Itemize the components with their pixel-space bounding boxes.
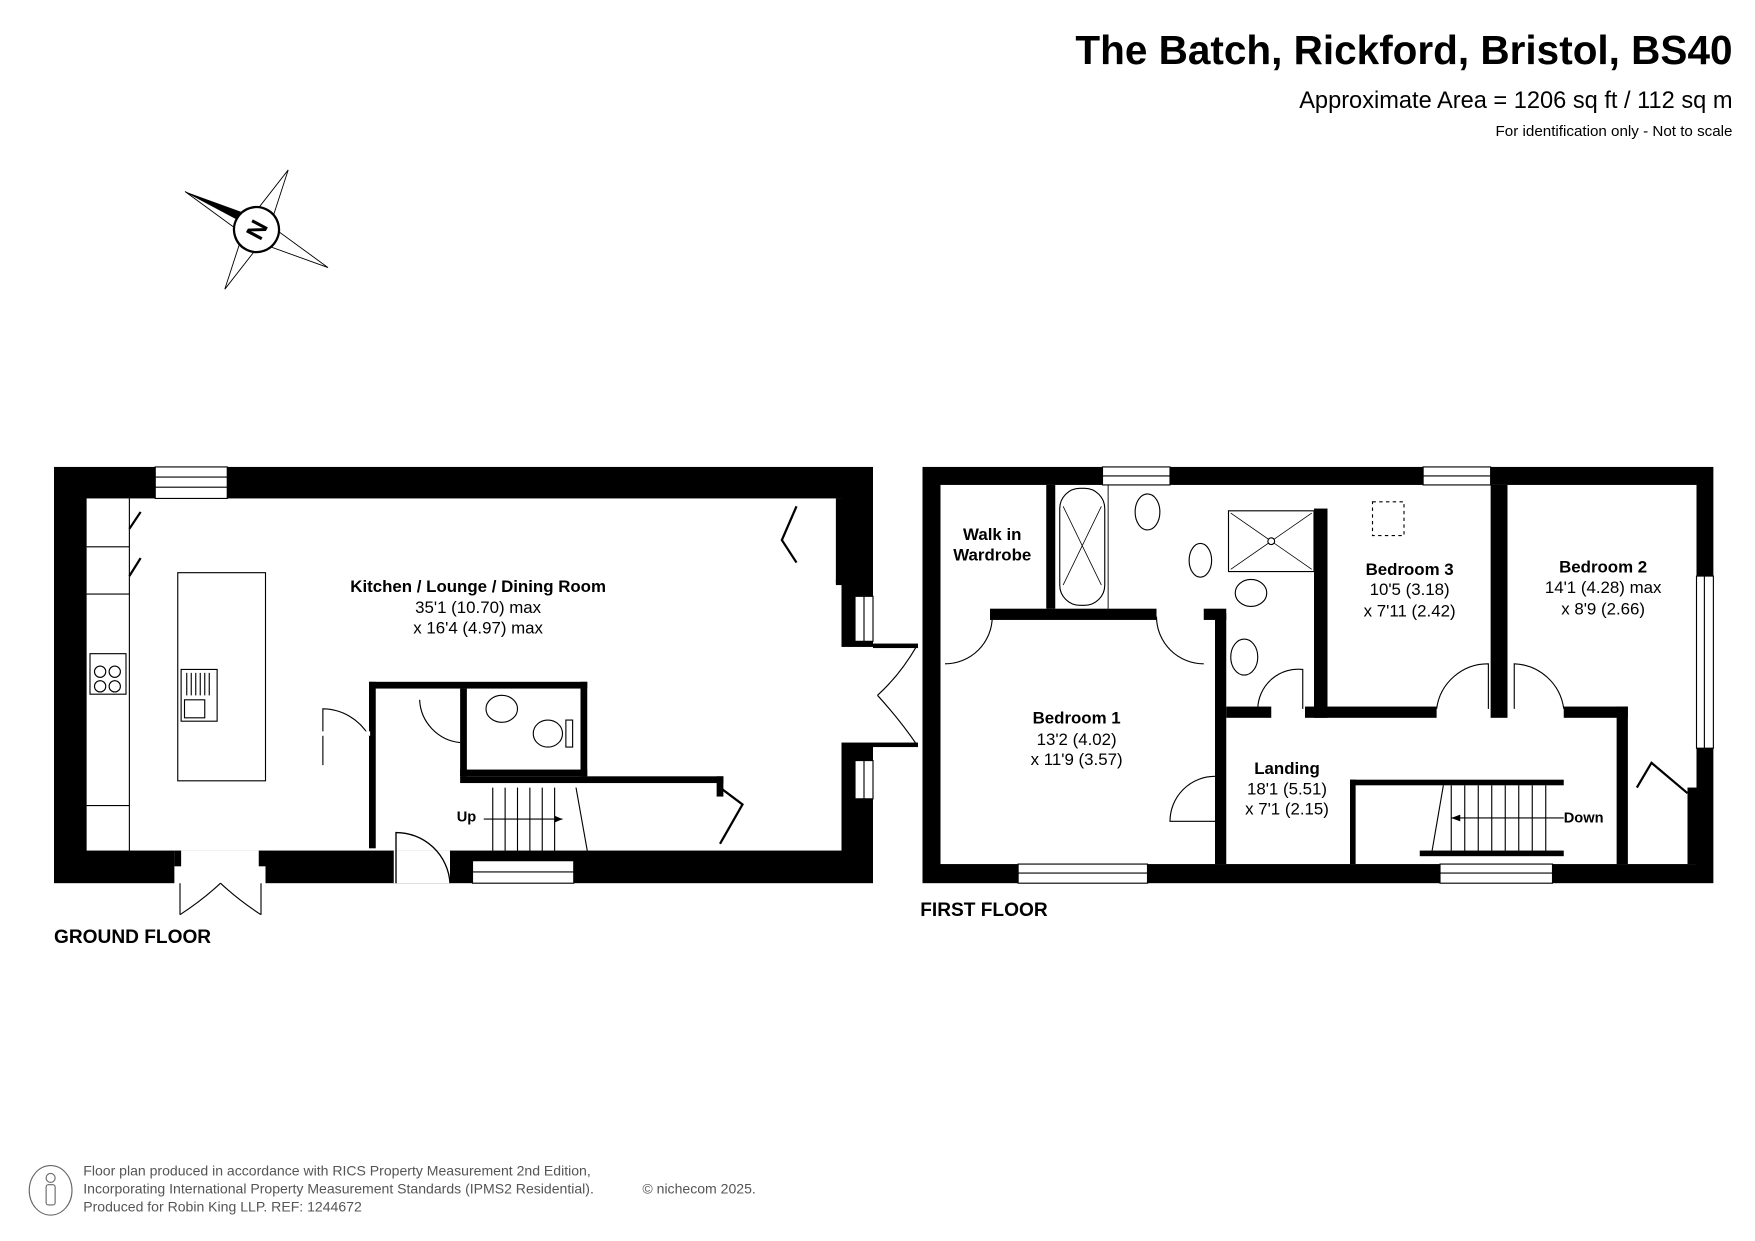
first-floor-plan: Down Walk in Wardrobe Bedroom 1 13'2 (4.… xyxy=(920,466,1714,921)
compass-icon: N xyxy=(184,169,329,290)
room-dim-bedroom-3-b: x 7'11 (2.42) xyxy=(1364,602,1456,621)
room-name-bedroom-1: Bedroom 1 xyxy=(1033,708,1121,727)
room-dim-bedroom-1-a: 13'2 (4.02) xyxy=(1037,730,1117,749)
room-name-bedroom-3: Bedroom 3 xyxy=(1366,560,1454,579)
stairs-first xyxy=(1350,779,1564,865)
room-dim-bedroom-2-b: x 8'9 (2.66) xyxy=(1561,599,1645,618)
ground-floor-plan: Up Kitchen / Lounge / Dining Room 35'1 (… xyxy=(54,466,918,948)
room-name-bedroom-2: Bedroom 2 xyxy=(1559,558,1647,577)
room-dim-kitchen-2: x 16'4 (4.97) max xyxy=(413,618,543,637)
stairs-up-label: Up xyxy=(457,809,477,825)
skylight-icon xyxy=(1371,501,1405,537)
footer-line-2: Incorporating International Property Mea… xyxy=(83,1181,594,1197)
rics-person-icon xyxy=(28,1165,73,1216)
room-name-kitchen: Kitchen / Lounge / Dining Room xyxy=(350,577,606,596)
stairs-ground xyxy=(483,787,588,851)
property-title: The Batch, Rickford, Bristol, BS40 xyxy=(1075,27,1732,73)
room-name-wardrobe: Wardrobe xyxy=(953,545,1031,564)
hob-icon xyxy=(89,653,127,695)
disclaimer: For identification only - Not to scale xyxy=(1496,123,1733,140)
first-floor-label: FIRST FLOOR xyxy=(920,900,1048,921)
room-dim-landing-a: 18'1 (5.51) xyxy=(1247,779,1327,798)
room-dim-bedroom-2-a: 14'1 (4.28) max xyxy=(1545,578,1662,597)
room-name-landing: Landing xyxy=(1254,759,1320,778)
room-dim-bedroom-1-b: x 11'9 (3.57) xyxy=(1031,750,1123,769)
approximate-area: Approximate Area = 1206 sq ft / 112 sq m xyxy=(1299,88,1732,114)
room-dim-bedroom-3-a: 10'5 (3.18) xyxy=(1370,580,1450,599)
room-dim-kitchen-1: 35'1 (10.70) max xyxy=(415,598,542,617)
ground-floor-label: GROUND FLOOR xyxy=(54,927,211,948)
room-name-walk-in: Walk in xyxy=(963,525,1021,544)
footer-copyright: © nichecom 2025. xyxy=(642,1181,755,1197)
sink-icon xyxy=(180,668,218,722)
stairs-down-label: Down xyxy=(1564,810,1604,826)
footer-line-1: Floor plan produced in accordance with R… xyxy=(83,1163,591,1179)
room-dim-landing-b: x 7'1 (2.15) xyxy=(1245,800,1329,819)
footer-line-3: Produced for Robin King LLP. REF: 124467… xyxy=(83,1199,362,1215)
